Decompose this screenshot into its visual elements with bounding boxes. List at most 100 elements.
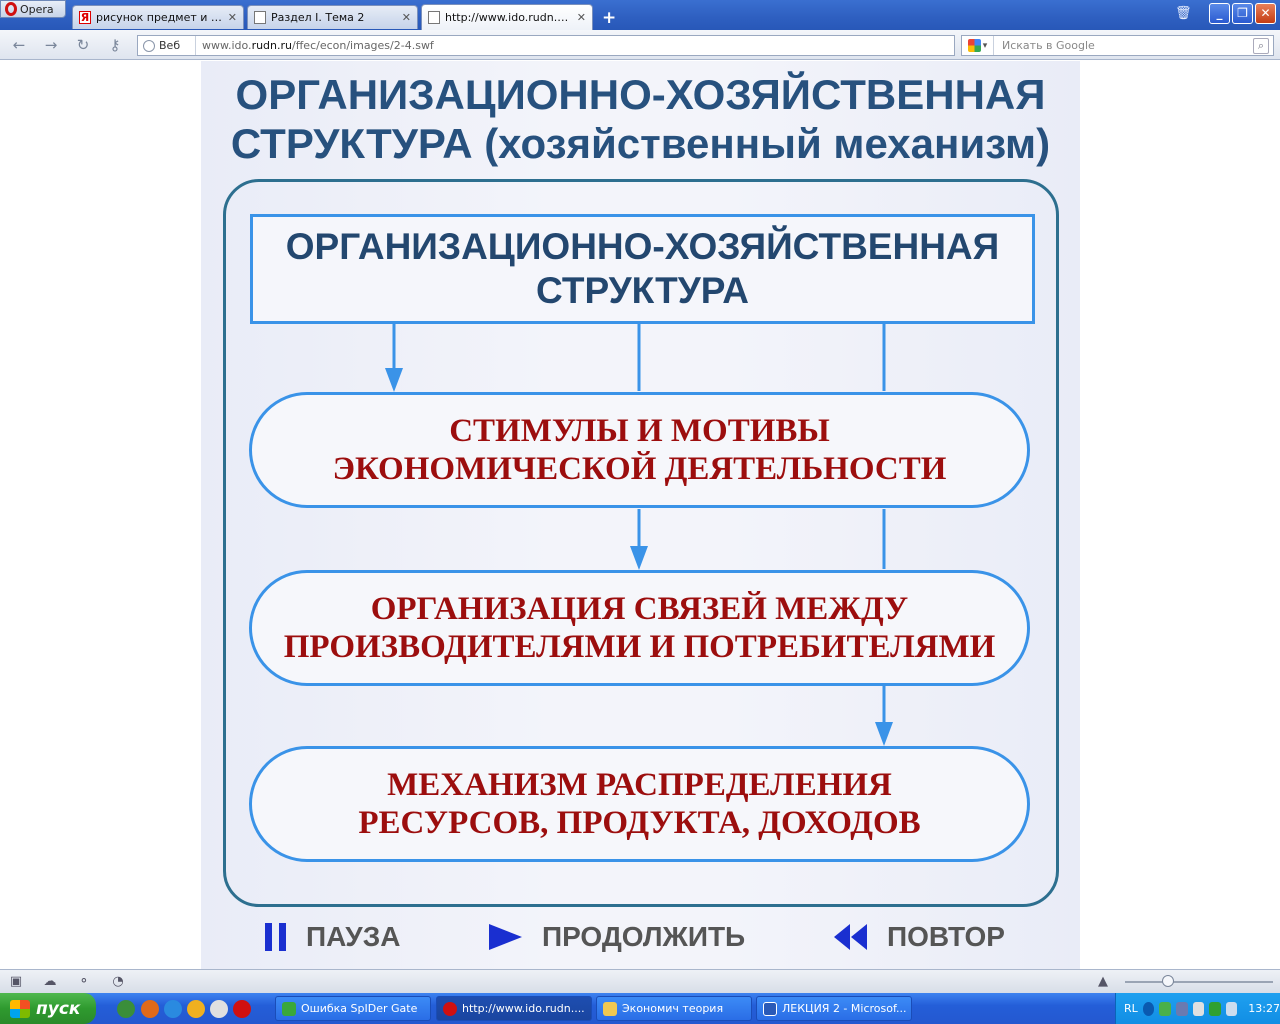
task-label: Ошибка SpIDer Gate [301,1002,418,1015]
tray-expand-icon[interactable] [1142,1001,1155,1016]
word-icon [763,1001,777,1016]
share-icon[interactable]: ⚬ [78,974,90,989]
volume-icon[interactable] [1192,1001,1205,1016]
new-tab-icon[interactable]: + [602,8,617,28]
restore-icon[interactable]: ❐ [1232,3,1253,24]
firefox-icon[interactable] [141,1000,159,1018]
taskbar-item[interactable]: ЛЕКЦИЯ 2 - Microsof... [756,996,912,1021]
page-icon [254,11,266,24]
org-structure-box: ОРГАНИЗАЦИОННО-ХОЗЯЙСТВЕННАЯ СТРУКТУРА [250,214,1035,324]
opera-menu-button[interactable]: Opera [0,0,66,18]
slide-title-line1: ОРГАНИЗАЦИОННО-ХОЗЯЙСТВЕННАЯ [235,71,1046,118]
speed-dial-icon[interactable]: ◔ [112,974,124,989]
start-button[interactable]: пуск [0,993,96,1024]
web-scheme[interactable]: Веб [138,36,196,55]
clock: 13:27 [1248,1002,1280,1015]
zoom-knob[interactable] [1162,975,1174,987]
play-icon [489,924,522,950]
pause-label: ПАУЗА [306,921,401,952]
close-icon[interactable]: ✕ [576,11,586,24]
flash-slide: ОРГАНИЗАЦИОННО-ХОЗЯЙСТВЕННАЯ СТРУКТУРА (… [201,61,1080,969]
tab-bar: Opera Я рисунок предмет и мет... ✕ Разде… [0,0,1280,30]
taskbar-item[interactable]: Экономич теория [596,996,752,1021]
box-line: СТИМУЛЫ И МОТИВЫ [449,413,830,449]
box-line: СТРУКТУРА [536,270,749,311]
repeat-label: ПОВТОР [887,921,1005,952]
trash-icon[interactable]: 🗑 [1175,6,1192,21]
page-icon [428,11,440,24]
arrow-up-icon[interactable]: ▲ [1098,974,1108,989]
incentives-box: СТИМУЛЫ И МОТИВЫ ЭКОНОМИЧЕСКОЙ ДЕЯТЕЛЬНО… [249,392,1030,508]
opera-logo-icon [5,2,17,16]
close-icon[interactable]: ✕ [401,11,411,24]
globe-icon [143,39,155,52]
distribution-box: МЕХАНИЗМ РАСПРЕДЕЛЕНИЯ РЕСУРСОВ, ПРОДУКТ… [249,746,1030,862]
box-line: РЕСУРСОВ, ПРОДУКТА, ДОХОДОВ [358,805,921,841]
back-icon[interactable]: ← [12,36,26,54]
pause-icon [265,923,286,951]
language-indicator[interactable]: RL [1124,1002,1138,1015]
connector-lines [385,324,893,746]
start-label: пуск [36,998,81,1019]
spider-icon [282,1001,296,1016]
cloud-icon[interactable]: ☁ [43,974,57,989]
taskbar: пуск Ошибка SpIDer Gate http://www.ido.r… [0,993,1280,1024]
system-tray: RL 13:27 [1115,993,1280,1024]
media-icon[interactable] [187,1000,205,1018]
forward-icon[interactable]: → [44,36,58,54]
scheme-label: Веб [159,39,181,52]
minimize-icon[interactable]: _ [1209,3,1230,24]
tab-1[interactable]: Я рисунок предмет и мет... ✕ [72,5,244,29]
box-line: ОРГАНИЗАЦИЯ СВЯЗЕЙ МЕЖДУ [370,591,909,627]
continue-label: ПРОДОЛЖИТЬ [542,921,746,952]
box-line: ОРГАНИЗАЦИОННО-ХОЗЯЙСТВЕННАЯ [285,226,1000,267]
tab-label: http://www.ido.rudn.ru/... [445,11,572,24]
close-icon[interactable]: ✕ [227,11,237,24]
opera-icon [443,1001,457,1016]
arrow-head [385,368,403,392]
close-window-icon[interactable]: ✕ [1255,3,1276,24]
search-field[interactable]: ▾ Искать в Google ⌕ [961,35,1274,56]
yandex-icon: Я [79,11,91,24]
opera-menu-label: Opera [20,2,54,16]
taskbar-item[interactable]: http://www.ido.rudn.... [436,996,592,1021]
key-icon[interactable]: ⚷ [109,36,121,54]
task-label: http://www.ido.rudn.... [462,1002,585,1015]
repeat-button[interactable]: ПОВТОР [833,921,1005,953]
folder-icon [603,1001,617,1016]
ie-icon[interactable] [164,1000,182,1018]
panel-toggle-icon[interactable]: ▣ [9,974,23,989]
address-field[interactable]: Веб www.ido.rudn.ru/ffec/econ/images/2-4… [137,35,955,56]
quicklaunch-icon[interactable] [117,1000,135,1018]
network-icon[interactable] [1175,1001,1188,1016]
windows-logo-icon [10,999,30,1018]
tab-label: рисунок предмет и мет... [96,11,223,24]
google-icon[interactable]: ▾ [962,36,994,55]
arrow-head [630,546,648,570]
slide-title-line2: СТРУКТУРА (хозяйственный механизм) [230,120,1051,167]
pause-button[interactable]: ПАУЗА [264,921,400,953]
box-line: ЭКОНОМИЧЕСКОЙ ДЕЯТЕЛЬНОСТИ [332,451,947,487]
tab-2[interactable]: Раздел I. Тема 2 ✕ [247,5,418,29]
rewind-icon [834,924,867,950]
continue-button[interactable]: ПРОДОЛЖИТЬ [488,921,745,953]
tab-label: Раздел I. Тема 2 [271,11,365,24]
page-content: ОРГАНИЗАЦИОННО-ХОЗЯЙСТВЕННАЯ СТРУКТУРА (… [0,61,1280,969]
opera-icon[interactable] [233,1000,251,1018]
url-text[interactable]: www.ido.rudn.ru/ffec/econ/images/2-4.swf [202,39,434,52]
status-bar: ▣ ☁ ⚬ ◔ ▲ [0,969,1280,993]
tab-3[interactable]: http://www.ido.rudn.ru/... ✕ [421,4,593,30]
box-line: МЕХАНИЗМ РАСПРЕДЕЛЕНИЯ [387,767,892,803]
shield-icon[interactable] [1209,1001,1221,1016]
search-placeholder[interactable]: Искать в Google [1002,39,1095,52]
search-icon[interactable]: ⌕ [1253,37,1269,54]
task-label: Экономич теория [622,1002,724,1015]
zoom-slider[interactable] [1125,975,1273,987]
monitor-icon[interactable] [1225,1001,1238,1016]
taskbar-item[interactable]: Ошибка SpIDer Gate [275,996,431,1021]
desktop-icon[interactable] [210,1000,228,1018]
arrow-head [875,722,893,746]
box-line: ПРОИЗВОДИТЕЛЯМИ И ПОТРЕБИТЕЛЯМИ [283,629,996,665]
antivirus-icon[interactable] [1159,1001,1171,1016]
reload-icon[interactable]: ↻ [76,36,90,54]
